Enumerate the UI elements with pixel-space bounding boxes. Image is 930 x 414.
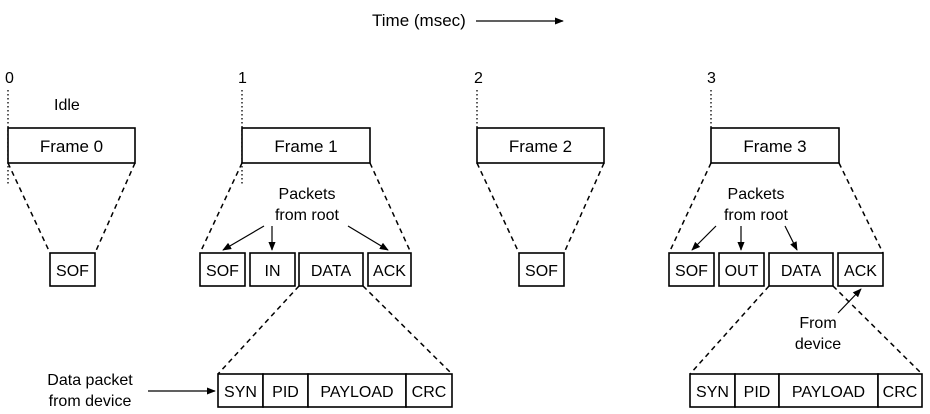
arrow-to-data bbox=[784, 225, 798, 251]
out-packet-label: OUT bbox=[725, 263, 759, 280]
idle-label: Idle bbox=[54, 97, 80, 114]
sof-packet-label: SOF bbox=[675, 263, 708, 280]
data-packet-from-device-label: Data packet bbox=[47, 372, 133, 389]
syn-field-box bbox=[689, 373, 736, 408]
from-device-label: device bbox=[795, 336, 841, 353]
from-device-label: From bbox=[799, 315, 836, 332]
ack-packet-label: ACK bbox=[373, 263, 406, 280]
frame-0: Frame 0 bbox=[7, 127, 136, 164]
tick-2: 2 bbox=[474, 70, 483, 87]
expand-line bbox=[362, 285, 453, 375]
data-packet-from-device-label: from device bbox=[49, 393, 132, 410]
pid-field-label: PID bbox=[744, 384, 771, 401]
expand-line bbox=[217, 285, 300, 375]
ack-packet-box bbox=[837, 252, 884, 287]
sof-packet-label: SOF bbox=[525, 263, 558, 280]
data-packet-label: DATA bbox=[781, 263, 822, 280]
syn-field-box bbox=[217, 373, 264, 408]
arrow-to-sof bbox=[691, 225, 717, 251]
frame-1-packets: SOF IN DATA ACK bbox=[199, 252, 412, 287]
expand-line bbox=[199, 162, 243, 254]
syn-field-label: SYN bbox=[696, 384, 729, 401]
frame-3: Frame 3 bbox=[710, 127, 840, 164]
expand-line bbox=[476, 162, 520, 254]
tick-1: 1 bbox=[238, 70, 247, 87]
crc-field-box bbox=[877, 373, 923, 408]
sof-packet-box bbox=[518, 252, 565, 287]
payload-field-box bbox=[778, 373, 879, 408]
payload-field-label: PAYLOAD bbox=[320, 384, 393, 401]
packets-from-root-label: Packets bbox=[728, 186, 785, 203]
sof-packet-box bbox=[668, 252, 715, 287]
expand-line bbox=[689, 285, 770, 375]
arrow-to-ack bbox=[347, 225, 389, 251]
tick-3: 3 bbox=[707, 70, 716, 87]
data-packet-label: DATA bbox=[311, 263, 352, 280]
in-packet-label: IN bbox=[265, 263, 281, 280]
frame-2-label: Frame 2 bbox=[509, 137, 572, 156]
crc-field-label: CRC bbox=[412, 384, 447, 401]
expand-line bbox=[369, 162, 412, 254]
frame-1-label: Frame 1 bbox=[274, 137, 337, 156]
crc-field-box bbox=[405, 373, 453, 408]
frame-3-label: Frame 3 bbox=[743, 137, 806, 156]
packets-from-root-label: Packets bbox=[279, 186, 336, 203]
out-packet-box bbox=[718, 252, 765, 287]
packets-from-root-label: from root bbox=[275, 207, 340, 224]
arrow-to-ack bbox=[837, 288, 862, 314]
data-packet-box bbox=[768, 252, 834, 287]
expand-line bbox=[94, 162, 136, 254]
expand-line bbox=[563, 162, 605, 254]
tick-0: 0 bbox=[5, 70, 14, 87]
data-packet-detail-3: SYN PID PAYLOAD CRC bbox=[689, 373, 923, 408]
pid-field-label: PID bbox=[272, 384, 299, 401]
frame-3-packets: SOF OUT DATA ACK bbox=[668, 252, 884, 287]
crc-field-label: CRC bbox=[883, 384, 918, 401]
packets-from-root-label: from root bbox=[724, 207, 789, 224]
frame-0-label: Frame 0 bbox=[40, 137, 103, 156]
in-packet-box bbox=[249, 252, 296, 287]
frame-1: Frame 1 bbox=[241, 127, 371, 164]
sof-packet-label: SOF bbox=[206, 263, 239, 280]
payload-field-label: PAYLOAD bbox=[792, 384, 865, 401]
sof-packet-label: SOF bbox=[56, 263, 89, 280]
frame-0-packets: SOF bbox=[49, 252, 96, 287]
frame-2: Frame 2 bbox=[476, 127, 605, 164]
data-packet-detail-1: SYN PID PAYLOAD CRC bbox=[217, 373, 453, 408]
data-packet-box bbox=[298, 252, 364, 287]
ack-packet-label: ACK bbox=[844, 263, 877, 280]
ack-packet-box bbox=[367, 252, 412, 287]
frame-2-packets: SOF bbox=[518, 252, 565, 287]
arrow-to-sof bbox=[222, 225, 265, 251]
expand-line bbox=[7, 162, 51, 254]
syn-field-label: SYN bbox=[224, 384, 257, 401]
sof-packet-box bbox=[49, 252, 96, 287]
expand-line bbox=[668, 162, 712, 254]
expand-line bbox=[838, 162, 884, 254]
time-axis-label: Time (msec) bbox=[372, 11, 466, 30]
pid-field-box bbox=[262, 373, 309, 408]
sof-packet-box bbox=[199, 252, 246, 287]
expand-line bbox=[832, 285, 923, 375]
